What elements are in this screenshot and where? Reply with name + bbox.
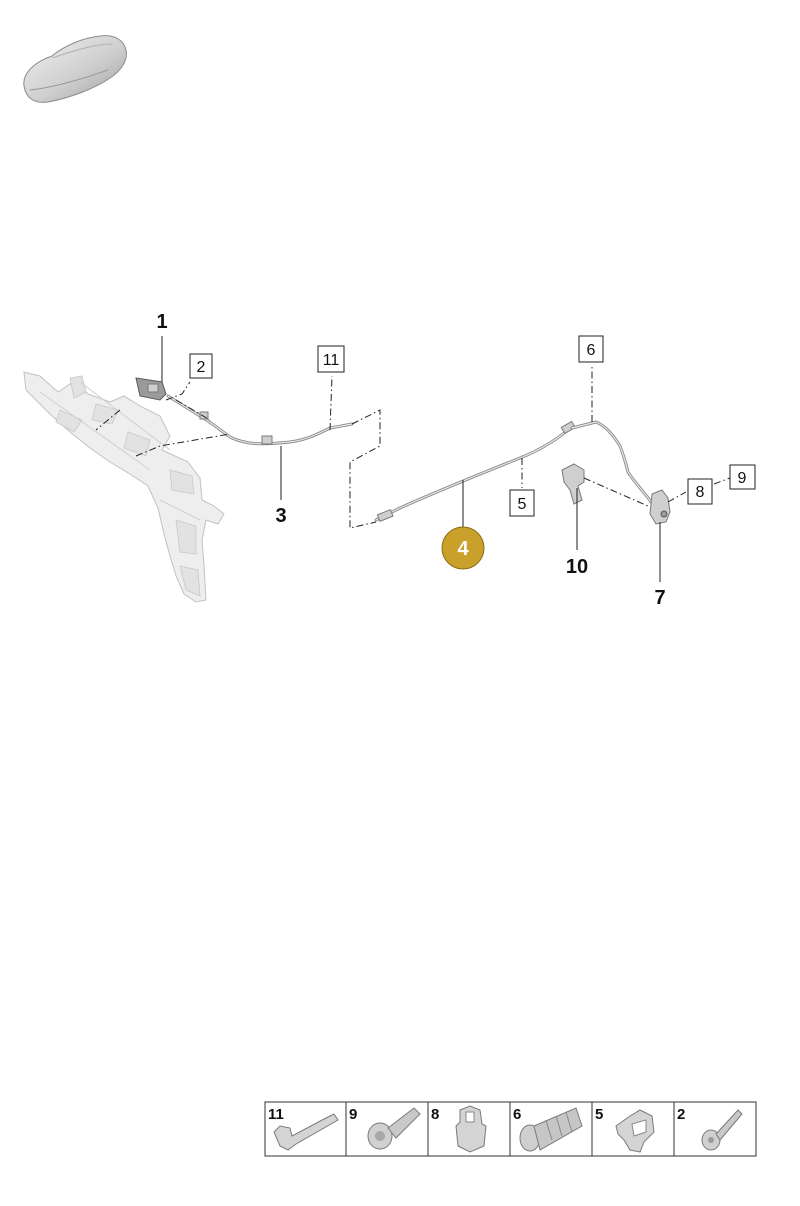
- callout-10: 10: [566, 556, 588, 578]
- hood-lock-part: [649, 489, 671, 525]
- bracket-clip-icon: [273, 1113, 339, 1151]
- legend-cell-5[interactable]: 5: [591, 1101, 675, 1157]
- spring-nut-icon: [455, 1105, 487, 1153]
- car-silhouette-icon: [23, 35, 127, 103]
- hood-latch-part: [135, 377, 167, 401]
- svg-text:9: 9: [738, 470, 747, 487]
- svg-text:2: 2: [197, 359, 206, 376]
- svg-text:11: 11: [268, 1106, 284, 1123]
- svg-text:5: 5: [595, 1106, 603, 1123]
- svg-text:8: 8: [696, 484, 705, 501]
- front-frame-structure: [23, 371, 225, 603]
- svg-text:2: 2: [677, 1106, 685, 1123]
- svg-text:11: 11: [323, 352, 340, 369]
- cable-clip-icon: [615, 1109, 655, 1153]
- legend-cell-2[interactable]: 2: [673, 1101, 757, 1157]
- callout-7: 7: [654, 587, 665, 609]
- callout-1: 1: [156, 311, 167, 333]
- callout-3: 3: [275, 505, 286, 527]
- flange-bolt-icon: [367, 1107, 421, 1150]
- svg-text:9: 9: [349, 1106, 357, 1123]
- legend-cell-6[interactable]: 6: [509, 1101, 593, 1157]
- legend-cell-11[interactable]: 11: [264, 1101, 347, 1157]
- svg-text:4: 4: [457, 538, 469, 560]
- assembly-lines: [95, 364, 731, 529]
- callout-11: 11: [317, 345, 345, 373]
- callout-8: 8: [687, 478, 713, 505]
- grommet-icon: [519, 1107, 583, 1152]
- release-cable-front: [166, 394, 354, 446]
- screw-icon: [701, 1109, 743, 1151]
- svg-text:5: 5: [518, 496, 527, 513]
- release-handle-part: [561, 463, 585, 505]
- legend-cell-9[interactable]: 9: [345, 1101, 429, 1157]
- callout-9: 9: [729, 464, 756, 490]
- svg-text:6: 6: [513, 1106, 521, 1123]
- fastener-legend: 11 9 8 6: [264, 1101, 757, 1157]
- release-cable-rear: [570, 420, 656, 508]
- callout-4-highlight[interactable]: 4: [441, 526, 485, 570]
- callout-6: 6: [578, 335, 604, 363]
- legend-cell-8[interactable]: 8: [427, 1101, 511, 1157]
- svg-text:6: 6: [587, 342, 596, 359]
- callout-2: 2: [189, 353, 213, 379]
- leader-lines: [161, 336, 661, 582]
- release-cable-main: [374, 420, 576, 522]
- callout-5: 5: [509, 489, 535, 517]
- svg-text:8: 8: [431, 1106, 439, 1123]
